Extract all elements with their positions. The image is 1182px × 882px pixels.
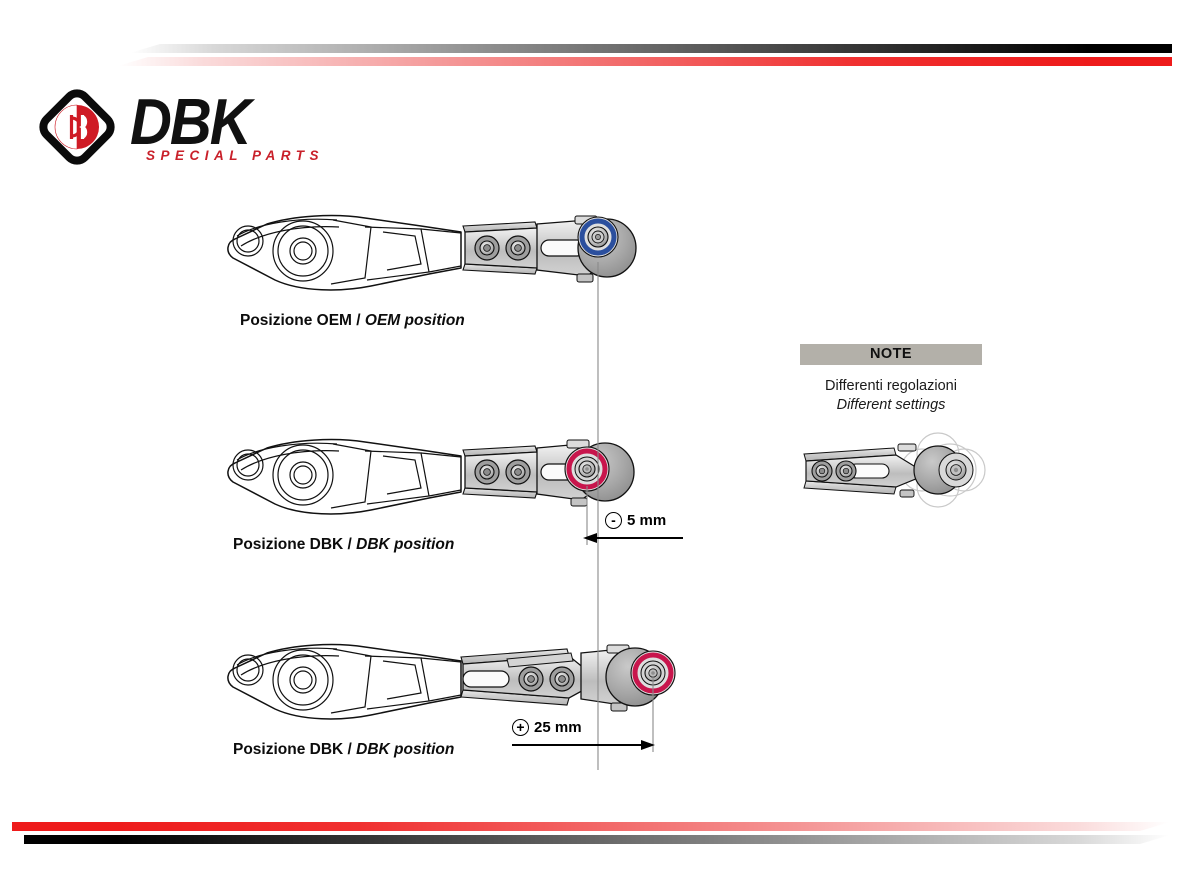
- diagram-oem-position: Posizione OEM / OEM position: [215, 196, 645, 329]
- caption-dbk-plus-secondary: DBK position: [356, 741, 455, 758]
- dimension-arrow-minus5: [583, 533, 683, 543]
- caption-dbk-minus-position: Posizione DBK / DBK position: [233, 536, 454, 554]
- caption-oem-position: Posizione OEM / OEM position: [240, 312, 465, 330]
- lever-drawing-dbk-minus: [227, 438, 635, 515]
- note-line-english: Different settings: [836, 397, 946, 414]
- dimension-value-minus5: 5 mm: [627, 512, 667, 529]
- adjuster-bracket: [506, 652, 575, 692]
- caption-dbk-plus-primary: Posizione DBK /: [233, 741, 352, 758]
- minus-sign-icon: -: [605, 512, 622, 529]
- bottom-red-stripe: [12, 822, 1170, 831]
- note-panel: NOTE Differenti regolazioni Different se…: [800, 344, 982, 415]
- dbk-logo: DBK SPECIAL PARTS: [34, 88, 334, 166]
- top-black-stripe: [130, 44, 1172, 53]
- lever-drawing-dbk-plus: [227, 643, 676, 720]
- caption-oem-secondary: OEM position: [364, 312, 465, 329]
- caption-dbk-minus-primary: Posizione DBK /: [233, 536, 352, 553]
- dimension-label-plus25: + 25 mm: [512, 719, 582, 736]
- note-bracket-drawing: [803, 432, 986, 508]
- diagram-dbk-minus-position: Posizione DBK / DBK position: [215, 420, 645, 553]
- dimension-label-minus5: - 5 mm: [605, 512, 666, 529]
- note-header: NOTE: [800, 344, 982, 365]
- brand-wordmark: DBK: [130, 85, 252, 159]
- brand-tagline: SPECIAL PARTS: [146, 148, 325, 163]
- lever-drawing-oem: [227, 214, 637, 291]
- adjuster-bracket: [462, 221, 548, 275]
- note-body: Differenti regolazioni Different setting…: [800, 377, 982, 415]
- highlight-ring-oem: [579, 218, 617, 256]
- pivot-hub-oem: [577, 216, 637, 278]
- note-line-italian: Differenti regolazioni: [825, 378, 957, 394]
- dimension-arrow-plus25: [512, 740, 655, 750]
- bottom-black-stripe: [24, 835, 1170, 844]
- dimension-value-plus25: 25 mm: [534, 719, 582, 736]
- plus-sign-icon: +: [512, 719, 529, 736]
- caption-dbk-plus-position: Posizione DBK / DBK position: [233, 741, 454, 759]
- pivot-hub-dbk-plus: [605, 647, 676, 707]
- dbk-logo-mark-icon: [39, 89, 115, 165]
- caption-oem-primary: Posizione OEM /: [240, 312, 361, 329]
- diagram-dbk-plus-position: Posizione DBK / DBK position: [215, 625, 685, 758]
- top-red-stripe: [118, 57, 1172, 66]
- caption-dbk-minus-secondary: DBK position: [356, 536, 455, 553]
- adjuster-bracket: [462, 445, 548, 499]
- diagram-note-adjustments: [798, 432, 998, 513]
